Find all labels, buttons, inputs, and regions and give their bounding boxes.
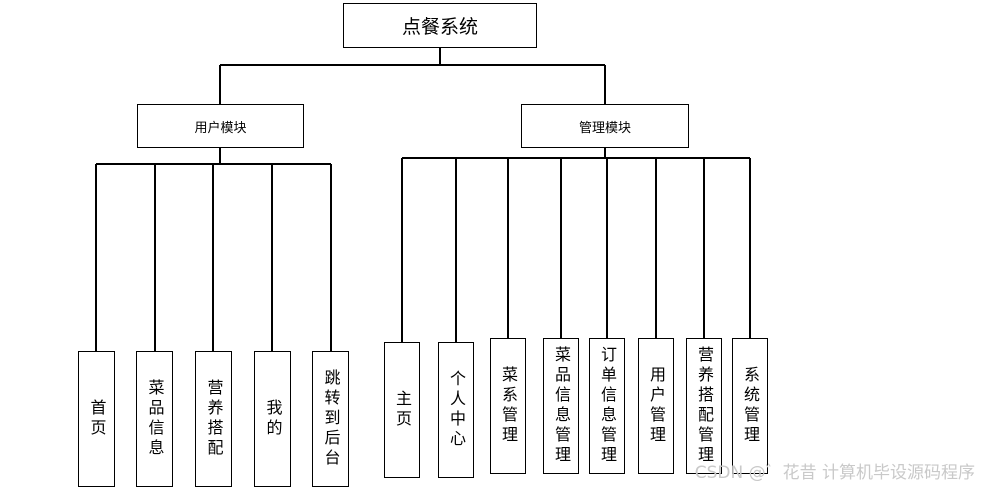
user-leaf-home: 首页: [78, 351, 115, 487]
watermark-text: CSDN @゛花昔 计算机毕设源码程序: [694, 463, 975, 483]
admin-module-node: 管理模块: [521, 104, 689, 148]
user-leaf-mine: 我的: [254, 351, 291, 487]
user-leaf-nutrition: 营养搭配: [195, 351, 232, 487]
admin-module-label: 管理模块: [578, 120, 631, 136]
root-label: 点餐系统: [401, 16, 478, 38]
user-leaf-go-backend: 跳转到后台: [312, 351, 349, 487]
admin-leaf-cuisine-management: 菜系管理: [490, 338, 526, 474]
user-module-node: 用户模块: [137, 104, 304, 148]
admin-leaf-nutrition-management: 营养搭配管理: [686, 338, 722, 474]
user-leaf-dish-info: 菜品信息: [136, 351, 173, 487]
admin-leaf-personal-center: 个人中心: [438, 342, 474, 478]
admin-leaf-user-management: 用户管理: [638, 338, 674, 474]
admin-leaf-main-page: 主页: [384, 342, 420, 478]
admin-leaf-system-management: 系统管理: [732, 338, 768, 474]
admin-leaf-dish-info-management: 菜品信息管理: [543, 338, 579, 474]
root-node: 点餐系统: [343, 3, 537, 48]
admin-leaf-order-info-management: 订单信息管理: [589, 338, 625, 474]
user-module-label: 用户模块: [194, 120, 247, 136]
